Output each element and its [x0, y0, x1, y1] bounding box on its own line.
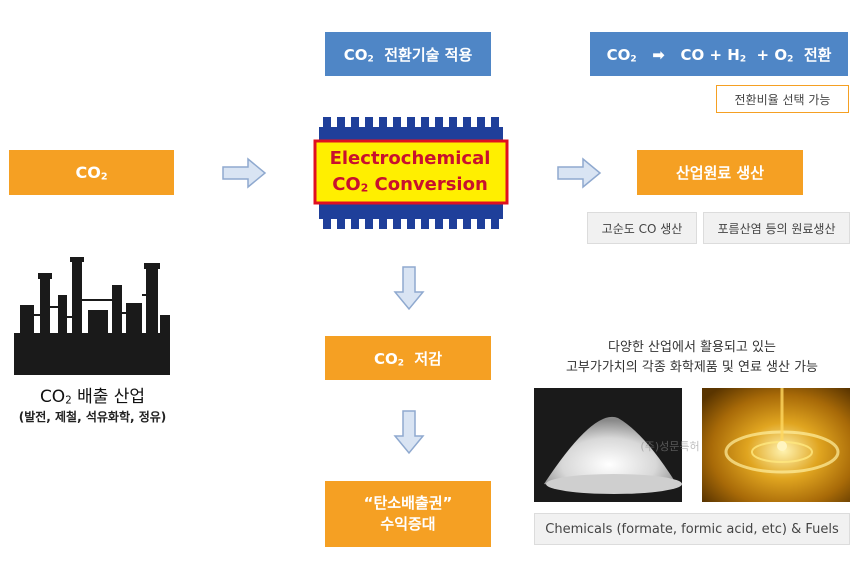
- arrow-down-icon: [393, 410, 425, 455]
- arrow-right-icon: [222, 157, 267, 189]
- tech-header-label: CO2 전환기술 적용: [343, 45, 473, 64]
- chip-line-2: CO2 Conversion: [332, 174, 488, 195]
- conversion-header-label: CO2 ➡ CO + H2 + O2 전환: [606, 45, 832, 64]
- co2-reduction-box: CO2 저감: [325, 336, 491, 380]
- chip-icon: [313, 117, 509, 229]
- carbon-credit-line-1: “탄소배출권”: [363, 494, 453, 512]
- factory-icon: [14, 257, 170, 375]
- watermark: (주)성문특허: [640, 440, 700, 453]
- co2-reduction-label: CO2 저감: [373, 349, 443, 368]
- industry-subtitle: (발전, 제철, 석유화학, 정유): [18, 410, 167, 424]
- white-powder-image: [534, 388, 682, 502]
- tag-formate: 포름산염 등의 원료생산: [703, 212, 850, 244]
- arrow-right-icon: ➡: [652, 45, 665, 64]
- chip-line-1: Electrochemical: [329, 148, 491, 169]
- conversion-header-box: CO2 ➡ CO + H2 + O2 전환: [590, 32, 848, 76]
- industry-title: CO2 배출 산업: [39, 387, 146, 407]
- arrow-right-icon: [557, 157, 602, 189]
- co2-source-label: CO2: [75, 162, 108, 183]
- golden-liquid-image: [702, 388, 850, 502]
- description-line-2: 고부가가치의 각종 화학제품 및 연료 생산 가능: [565, 360, 819, 375]
- arrow-down-icon: [393, 266, 425, 311]
- carbon-credit-line-2: 수익증대: [380, 515, 436, 533]
- production-box: 산업원료 생산: [637, 150, 803, 195]
- carbon-credit-box: “탄소배출권” 수익증대: [325, 481, 491, 547]
- tag-high-purity-co: 고순도 CO 생산: [587, 212, 697, 244]
- products-caption: Chemicals (formate, formic acid, etc) & …: [534, 513, 850, 545]
- tech-header-box: CO2 전환기술 적용: [325, 32, 491, 76]
- co2-source-box: CO2: [9, 150, 174, 195]
- ratio-note: 전환비율 선택 가능: [716, 85, 849, 113]
- description-line-1: 다양한 산업에서 활용되고 있는: [608, 340, 776, 355]
